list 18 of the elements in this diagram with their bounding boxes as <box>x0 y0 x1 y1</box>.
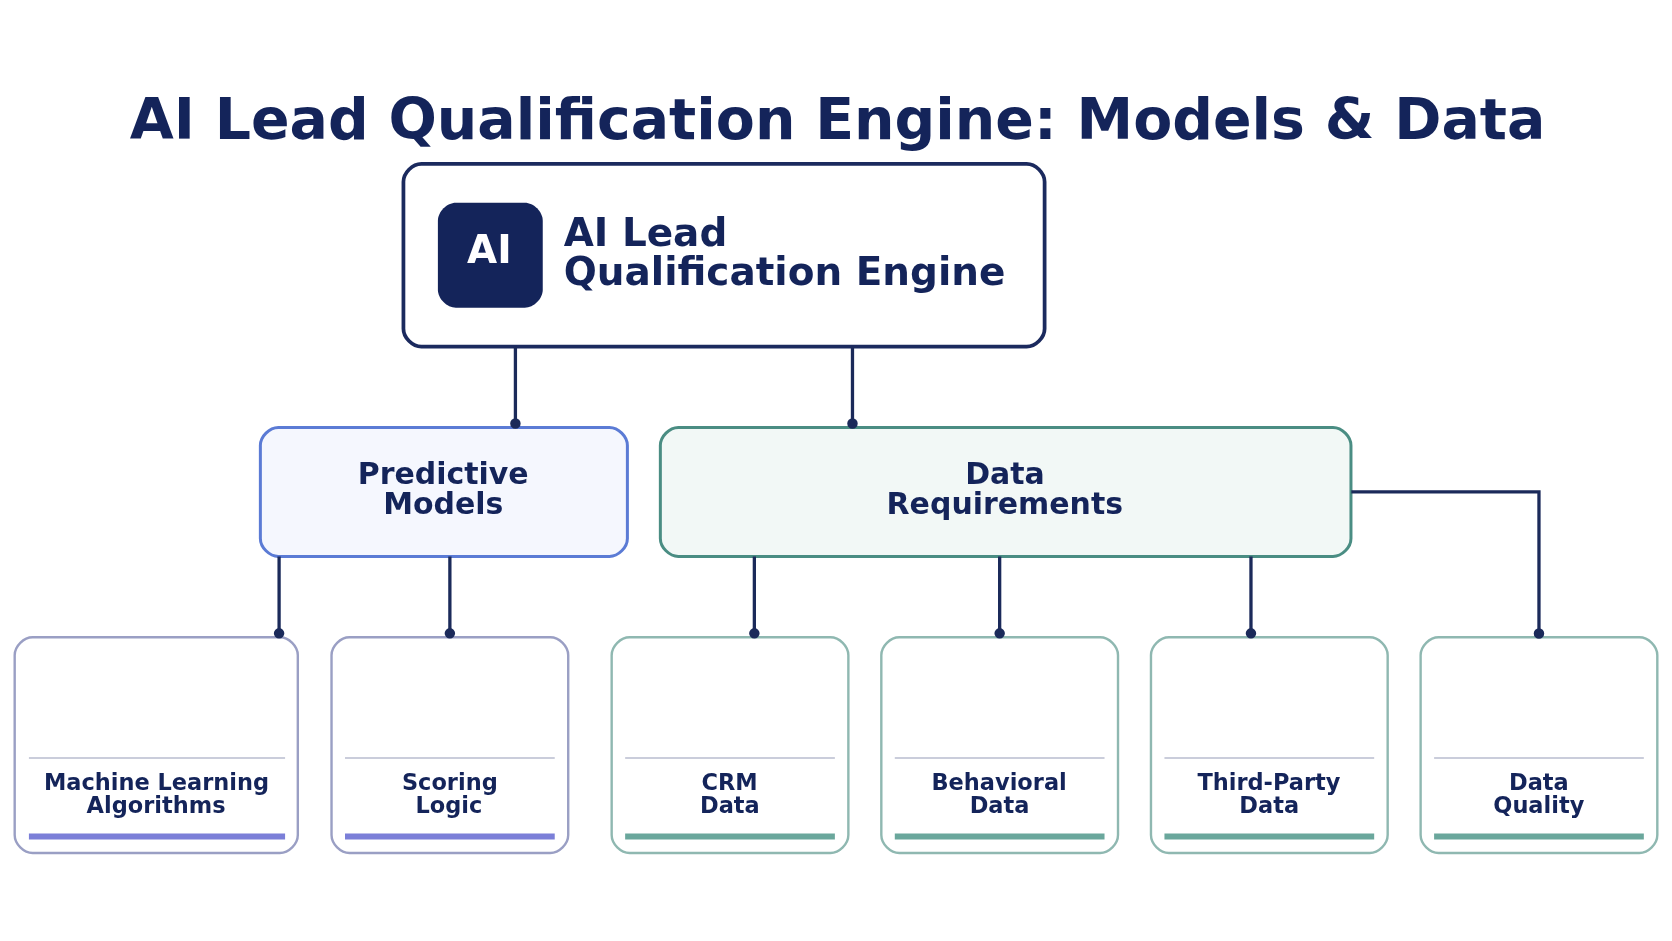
connector <box>994 556 1005 639</box>
connector <box>847 346 858 429</box>
node-box: Data Quality <box>1419 635 1659 854</box>
node-box: AI AI Lead Qualification Engine <box>401 161 1047 349</box>
node-box: Scoring Logic <box>330 635 570 854</box>
diagram-title: AI Lead Qualification Engine: Models & Data <box>129 85 1546 152</box>
connector <box>444 556 456 639</box>
node-box: Third-Party Data <box>1149 635 1389 854</box>
connector <box>1351 489 1545 639</box>
node-box: Predictive Models <box>258 425 629 558</box>
node-box: CRM Data <box>610 635 850 854</box>
connector <box>1245 556 1257 639</box>
connector <box>749 556 760 639</box>
node-box: Machine Learning Algorithms <box>13 635 299 854</box>
connector <box>273 556 285 639</box>
node-box: Data Requirements <box>658 425 1353 558</box>
connector <box>510 346 521 429</box>
node-box: Behavioral Data <box>880 635 1120 854</box>
